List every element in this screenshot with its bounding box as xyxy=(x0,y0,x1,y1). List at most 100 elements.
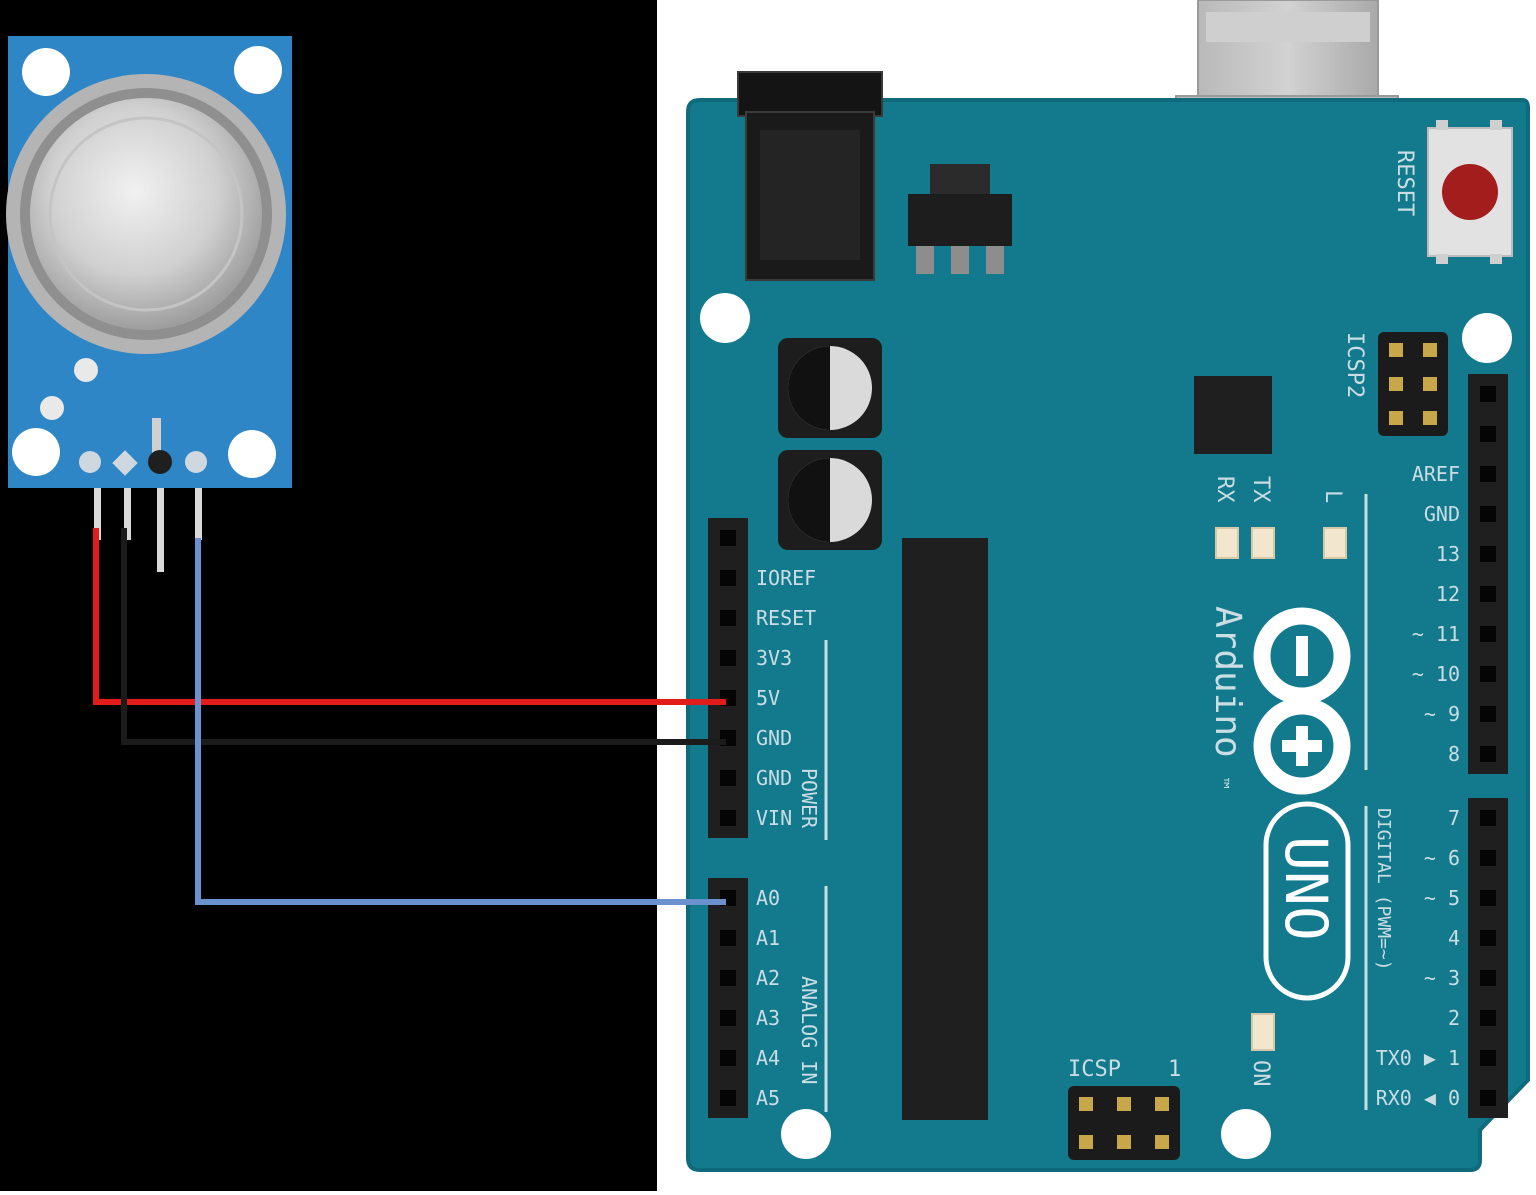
digital-bottom-header-pin-hole xyxy=(1480,850,1496,866)
dc-power-jack xyxy=(737,71,883,281)
digital_bottom-pin-label: 4 xyxy=(1448,926,1460,950)
sensor-component xyxy=(74,358,98,382)
capacitor xyxy=(778,338,882,438)
digital_top-pin-label: ~ 9 xyxy=(1424,702,1460,726)
gas-sensor-module xyxy=(6,36,292,572)
reset-label: RESET xyxy=(1392,150,1417,216)
icsp-pin xyxy=(1117,1135,1131,1149)
mounting-hole xyxy=(1221,1109,1271,1159)
rx-label: RX xyxy=(1212,476,1237,503)
l-led xyxy=(1323,527,1347,559)
power-header-housing xyxy=(708,518,748,838)
sensor-mounting-hole xyxy=(12,428,60,476)
l-label: L xyxy=(1320,490,1345,503)
usb-controller-chip xyxy=(1194,376,1272,454)
digital-top-header-pin-hole xyxy=(1480,666,1496,682)
analog-pin-label: A3 xyxy=(756,1006,780,1030)
on-led xyxy=(1251,1013,1275,1051)
digital-bottom-header-pin-hole xyxy=(1480,970,1496,986)
digital-bottom-header-pin-hole xyxy=(1480,1090,1496,1106)
digital_bottom-pin-label: 7 xyxy=(1448,806,1460,830)
digital-top-header-pin-hole xyxy=(1480,386,1496,402)
analog-header-housing xyxy=(708,878,748,1118)
mounting-hole xyxy=(700,293,750,343)
analog-header-pin-hole xyxy=(720,1010,736,1026)
arduino-uno-board: RESET ICSP 2 RX TX L ON xyxy=(686,0,1530,1172)
power-pin-label: VIN xyxy=(756,806,792,830)
analog-pin-label: A4 xyxy=(756,1046,780,1070)
digital_top-pin-label: 13 xyxy=(1436,542,1460,566)
atmega-chip xyxy=(902,538,988,1120)
icsp2-pin xyxy=(1423,411,1437,425)
icsp-pin xyxy=(1155,1135,1169,1149)
analog-pin-label: A5 xyxy=(756,1086,780,1110)
on-label: ON xyxy=(1248,1060,1273,1087)
board-pcb xyxy=(686,98,1530,1172)
digital_top-pin-label: AREF xyxy=(1412,462,1460,486)
analog-in-label: ANALOG IN xyxy=(797,976,821,1084)
analog-pin-label: A1 xyxy=(756,926,780,950)
digital_bottom-pin-label: ~ 3 xyxy=(1424,966,1460,990)
pin-labels: IOREFRESET3V35VGNDGNDVINA0A1A2A3A4A5AREF… xyxy=(756,462,1460,1110)
power-header-pin-hole xyxy=(720,770,736,786)
sensor-pin-pad xyxy=(112,450,138,476)
sensor-mounting-hole xyxy=(234,46,282,94)
icsp2-header xyxy=(1378,332,1448,436)
icsp-pin xyxy=(1155,1097,1169,1111)
digital_bottom-pin-label: 2 xyxy=(1448,1006,1460,1030)
sensor-component xyxy=(152,418,161,460)
tx-label: TX xyxy=(1248,476,1273,503)
gas-sensor-element xyxy=(6,74,286,354)
wires xyxy=(93,528,726,905)
icsp2-pin xyxy=(1389,411,1403,425)
digital_bottom-pin-label: ~ 5 xyxy=(1424,886,1460,910)
digital-top-header-pin-hole xyxy=(1480,466,1496,482)
sensor-mounting-hole xyxy=(22,48,70,96)
icsp-pin xyxy=(1117,1097,1131,1111)
icsp2-pin xyxy=(1423,377,1437,391)
digital-bottom-header-housing xyxy=(1468,798,1508,1118)
digital-top-header-pin-hole xyxy=(1480,426,1496,442)
digital_top-pin-label: ~ 11 xyxy=(1412,622,1460,646)
power-header-pin-hole xyxy=(720,650,736,666)
power-pin-label: 5V xyxy=(756,686,780,710)
power-pin-label: GND xyxy=(756,766,792,790)
sensor-pin xyxy=(157,486,164,572)
icsp-pin1-label: 1 xyxy=(1168,1057,1181,1082)
icsp-header xyxy=(1068,1086,1180,1160)
trademark: ™ xyxy=(1211,777,1232,789)
icsp-housing xyxy=(1068,1086,1180,1160)
power-label: POWER xyxy=(797,768,821,829)
power-header-pin-hole xyxy=(720,530,736,546)
digital-bottom-header-pin-hole xyxy=(1480,810,1496,826)
mounting-hole xyxy=(781,1109,831,1159)
icsp2-pin xyxy=(1389,343,1403,357)
power-pin-label: 3V3 xyxy=(756,646,792,670)
sensor-pin xyxy=(124,486,131,540)
digital-bottom-header-pin-hole xyxy=(1480,1010,1496,1026)
analog-header-pin-hole xyxy=(720,1090,736,1106)
digital_top-pin-label: 12 xyxy=(1436,582,1460,606)
digital_top-pin-label: ~ 10 xyxy=(1412,662,1460,686)
sensor-component xyxy=(40,396,64,420)
power-header-pin-hole xyxy=(720,810,736,826)
voltage-regulator xyxy=(908,164,1012,274)
sensor-mounting-hole xyxy=(228,430,276,478)
icsp2-pin xyxy=(1423,343,1437,357)
rx-led xyxy=(1215,527,1239,559)
wire-5v xyxy=(93,528,726,705)
analog-header-pin-hole xyxy=(720,970,736,986)
icsp-label: ICSP xyxy=(1068,1057,1121,1082)
digital-top-header-pin-hole xyxy=(1480,706,1496,722)
power-pin-label: GND xyxy=(756,726,792,750)
capacitor xyxy=(778,450,882,550)
digital_top-pin-label: GND xyxy=(1424,502,1460,526)
digital_bottom-pin-label: RX0 ◀ 0 xyxy=(1376,1086,1460,1110)
digital_bottom-pin-label: TX0 ▶ 1 xyxy=(1376,1046,1460,1070)
icsp-pin xyxy=(1079,1097,1093,1111)
digital-bottom-header-pin-hole xyxy=(1480,930,1496,946)
power-header-pin-hole xyxy=(720,610,736,626)
icsp-pin xyxy=(1079,1135,1093,1149)
